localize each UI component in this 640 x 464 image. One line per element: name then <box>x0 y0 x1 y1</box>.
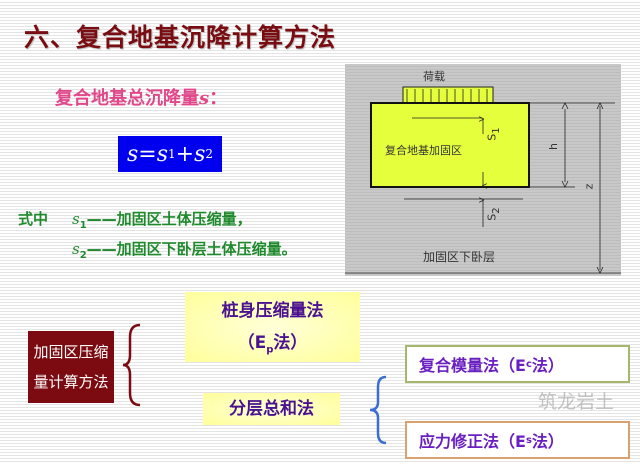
legend-item-2: s2——加固区下卧层土体压缩量。 <box>72 238 297 261</box>
pile-sub: p <box>266 344 274 356</box>
z-arrowheads <box>596 102 604 274</box>
blue-brace-icon <box>369 375 387 445</box>
legend-sub: 2 <box>79 250 87 261</box>
pile-pre: （E <box>237 333 267 353</box>
legend-text: ——加固区土体压缩量， <box>86 210 252 228</box>
subtitle-text: 复合地基总沉降量 <box>55 88 199 109</box>
formula-s2: s <box>194 141 206 167</box>
load-label: 荷载 <box>423 70 445 83</box>
s2-sub: 2 <box>490 207 502 214</box>
pile-line-2: （Ep法） <box>185 327 360 366</box>
ec-sub: c <box>525 358 532 370</box>
formula-sub2: 2 <box>205 147 214 161</box>
pile-line-1: 桩身压缩量法 <box>221 301 324 321</box>
subtitle-colon: ： <box>209 88 228 109</box>
legend-symbol: s <box>72 210 80 228</box>
subtitle-symbol: s <box>199 88 210 109</box>
root-method-box: 加固区压缩 量计算方法 <box>28 331 114 403</box>
z-label: z <box>582 183 596 190</box>
layer-summation-method: 分层总和法 <box>203 393 340 425</box>
underlayer-label: 加固区下卧层 <box>423 250 496 264</box>
es-pre: 应力修正法（E <box>419 432 526 451</box>
s1-sub: 1 <box>490 127 502 134</box>
maroon-brace-icon <box>122 323 141 407</box>
s1-letter: S <box>485 133 499 141</box>
load-block <box>402 86 494 104</box>
formula-plus: + <box>175 141 195 167</box>
s2-letter: S <box>485 213 499 221</box>
settlement-diagram: 荷载 复合地基加固区 S1 S2 h z 加固区下卧层 <box>345 64 621 276</box>
legend-prefix: 式中 <box>18 210 49 228</box>
zone-label: 复合地基加固区 <box>385 144 462 157</box>
h-label: h <box>546 143 560 150</box>
legend-symbol: s <box>72 240 80 258</box>
formula-s1: s <box>156 141 168 167</box>
ec-pre: 复合模量法（E <box>419 356 526 375</box>
root-line-2: 量计算方法 <box>33 373 109 391</box>
legend-sub: 1 <box>79 220 87 231</box>
legend-item-1: s1——加固区土体压缩量， <box>72 208 252 231</box>
formula-sub1: 1 <box>168 147 176 161</box>
composite-zone <box>370 102 530 188</box>
s1-label: S1 <box>486 127 502 140</box>
pile-compression-method: 桩身压缩量法 （Ep法） <box>185 292 360 362</box>
pile-post: 法） <box>273 333 308 353</box>
legend-text: ——加固区下卧层土体压缩量。 <box>86 240 297 258</box>
formula-eq: = <box>138 141 157 167</box>
diagram-graphics <box>345 86 621 274</box>
es-post: 法） <box>531 432 564 451</box>
root-line-1: 加固区压缩 <box>33 343 109 361</box>
formula-s: s <box>126 141 139 167</box>
h-arrowheads <box>561 102 569 188</box>
load-arrows <box>406 89 488 102</box>
subtitle: 复合地基总沉降量s： <box>55 84 227 110</box>
ec-post: 法） <box>531 356 564 375</box>
slide-title: 六、复合地基沉降计算方法 <box>24 23 337 52</box>
watermark: 筑龙岩土 <box>538 391 615 413</box>
es-sub: s <box>525 434 532 446</box>
s2-label: S2 <box>486 207 502 220</box>
